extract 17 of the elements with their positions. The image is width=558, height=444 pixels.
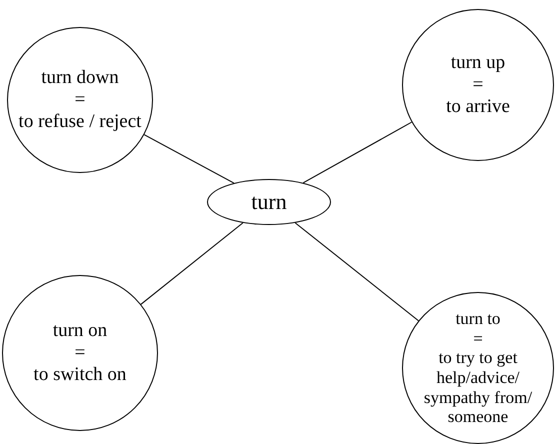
node-text: to try to get help/advice/ sympathy from/ someone bbox=[422, 348, 534, 427]
node-text: = bbox=[472, 74, 484, 96]
node-text: to switch on bbox=[32, 364, 128, 386]
connector-line bbox=[140, 222, 244, 305]
node-text: turn down bbox=[40, 67, 120, 90]
connector-line bbox=[302, 122, 412, 184]
connector-line bbox=[144, 134, 234, 184]
node-text: = bbox=[472, 328, 484, 348]
node-text: = bbox=[74, 342, 86, 364]
node-text: = bbox=[74, 89, 86, 111]
node-text: to refuse / reject bbox=[18, 110, 142, 133]
node-text: turn bbox=[250, 189, 288, 215]
node-text: to arrive bbox=[445, 96, 511, 118]
node-text: turn up bbox=[450, 52, 506, 74]
node-text: turn to bbox=[454, 309, 502, 329]
node-text: turn on bbox=[52, 320, 108, 342]
connector-line bbox=[294, 222, 419, 322]
